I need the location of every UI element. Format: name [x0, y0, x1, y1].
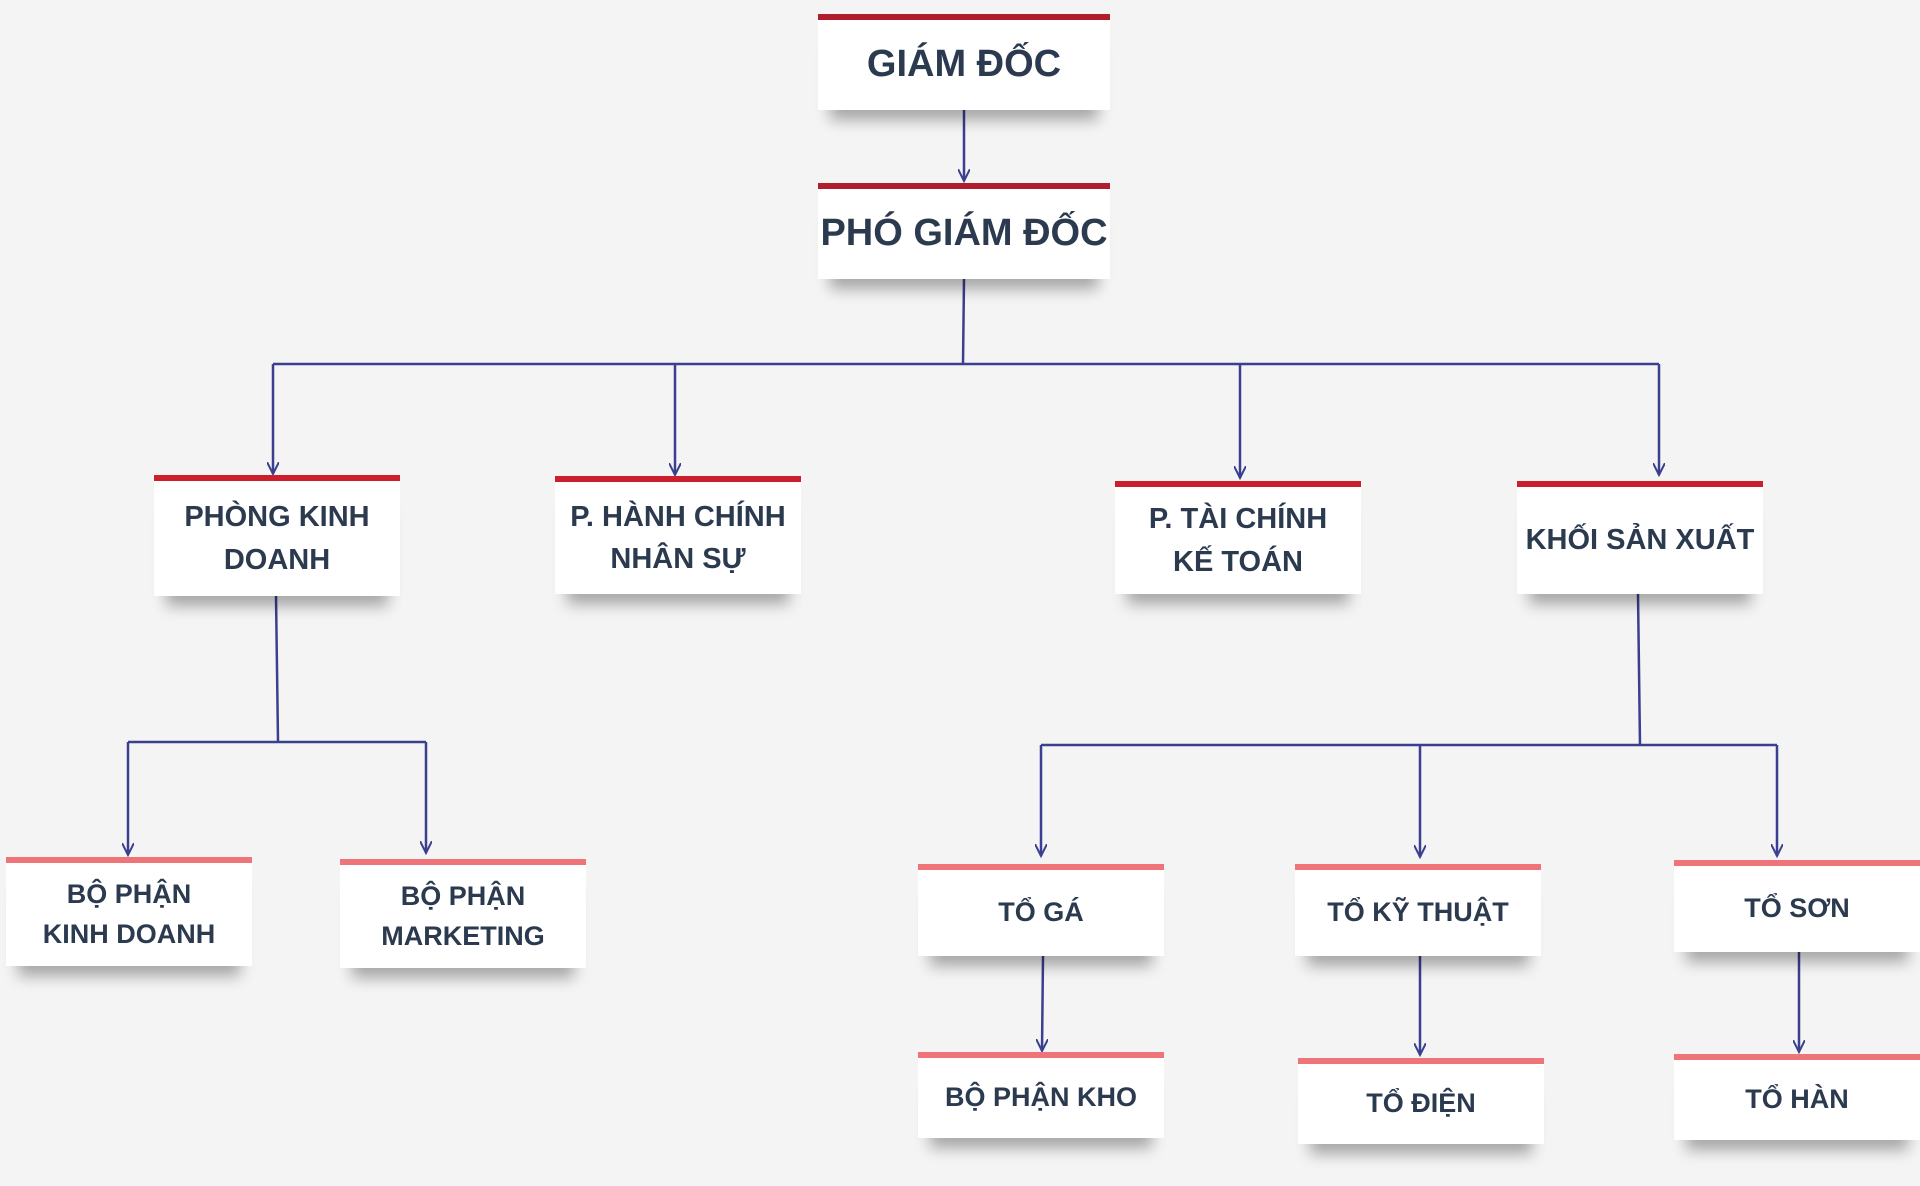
node-to-ga: TỔ GÁ: [918, 864, 1164, 956]
connector-pho-giam-doc-trunk: [961, 278, 966, 365]
node-bo-phan-marketing: BỘ PHẬN MARKETING: [340, 859, 586, 968]
node-bo-phan-kinh-doanh: BỘ PHẬN KINH DOANH: [6, 857, 252, 966]
node-to-ky-thuat: TỔ KỸ THUẬT: [1295, 864, 1541, 956]
node-to-dien: TỔ ĐIỆN: [1298, 1058, 1544, 1144]
node-tai-chinh-ke-toan: P. TÀI CHÍNH KẾ TOÁN: [1115, 481, 1361, 594]
node-hanh-chinh-nhan-su: P. HÀNH CHÍNH NHÂN SỰ: [555, 476, 801, 594]
node-to-han: TỔ HÀN: [1674, 1054, 1920, 1140]
node-bo-phan-kho: BỘ PHẬN KHO: [918, 1052, 1164, 1138]
connector-khoi-san-xuat-trunk: [1636, 593, 1642, 746]
connector-phong-kinh-doanh-trunk: [274, 595, 280, 742]
node-phong-kinh-doanh: PHÒNG KINH DOANH: [154, 475, 400, 596]
node-to-son: TỔ SƠN: [1674, 860, 1920, 952]
node-khoi-san-xuat: KHỐI SẢN XUẤT: [1517, 481, 1763, 594]
node-pho-giam-doc: PHÓ GIÁM ĐỐC: [818, 183, 1110, 279]
connector-to-ga-to-bp-kho: [1042, 955, 1043, 1051]
node-giam-doc: GIÁM ĐỐC: [818, 14, 1110, 110]
